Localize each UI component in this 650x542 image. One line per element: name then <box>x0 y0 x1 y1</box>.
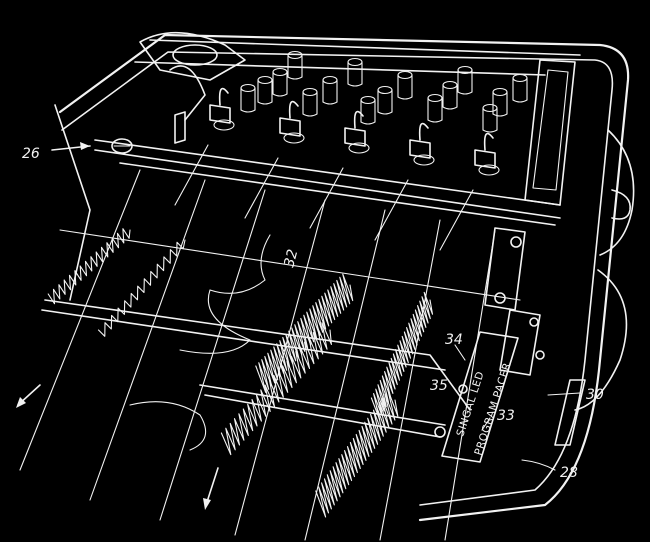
trace-line <box>370 291 434 421</box>
slide-track <box>304 209 386 541</box>
trace-line <box>255 273 354 393</box>
socket-cylinder <box>427 93 443 123</box>
control-block <box>484 227 545 376</box>
console-housing <box>58 33 635 522</box>
slider-carriage <box>244 100 305 219</box>
socket-cylinder <box>287 50 303 80</box>
socket-cylinder <box>347 57 363 87</box>
socket-cylinder <box>457 65 473 95</box>
recorded-traces <box>47 228 434 518</box>
ref-34: 34 <box>445 332 463 348</box>
slide-track <box>19 169 141 471</box>
socket-cylinder <box>512 73 528 103</box>
slide-track <box>444 229 496 541</box>
socket-cylinder <box>240 83 256 113</box>
ref-35: 35 <box>430 378 448 394</box>
socket-cylinder <box>442 80 458 110</box>
chart-sheet <box>41 299 471 438</box>
slide-track <box>159 189 266 521</box>
socket-cylinder <box>322 75 338 105</box>
ref-26: 26 <box>22 146 40 162</box>
trace-line <box>129 401 207 451</box>
socket-cylinder <box>377 85 393 115</box>
ref-33: 33 <box>497 408 515 424</box>
tray-side <box>54 104 91 301</box>
socket-cylinder <box>492 87 508 117</box>
socket-cylinder <box>482 103 498 133</box>
lever-arm <box>169 65 206 121</box>
slider-carriages <box>169 65 500 251</box>
ref-30: 30 <box>586 387 604 403</box>
trace-line <box>97 239 186 337</box>
slide-track <box>89 179 206 501</box>
rear-rail <box>134 31 581 81</box>
ref-32: 32 <box>281 248 301 269</box>
leader-lines <box>454 344 581 471</box>
slider-carriage <box>174 87 235 206</box>
socket-cylinder <box>302 87 318 117</box>
crossbar <box>94 138 561 226</box>
direction-arrows <box>16 142 219 510</box>
lever-base <box>174 111 186 144</box>
slide-track <box>379 219 441 541</box>
trace-line <box>220 322 332 456</box>
trace-line <box>315 389 399 518</box>
slider-carriage <box>374 122 435 241</box>
slide-tracks <box>19 104 521 541</box>
socket-cylinders <box>240 50 528 133</box>
slide-track <box>234 199 326 536</box>
trace-line <box>47 228 131 305</box>
led-indicator <box>458 384 468 394</box>
led-panel: SINGAL LED PROGRAM PACER <box>441 331 519 463</box>
socket-cylinder <box>257 75 273 105</box>
slider-carriage <box>439 132 500 251</box>
ref-28: 28 <box>560 465 578 481</box>
tray-edge <box>59 229 521 301</box>
slider-carriage <box>309 110 370 229</box>
socket-cylinder <box>397 70 413 100</box>
trace-line <box>179 234 271 354</box>
socket-cylinder <box>272 67 288 97</box>
socket-cylinder <box>360 95 376 125</box>
